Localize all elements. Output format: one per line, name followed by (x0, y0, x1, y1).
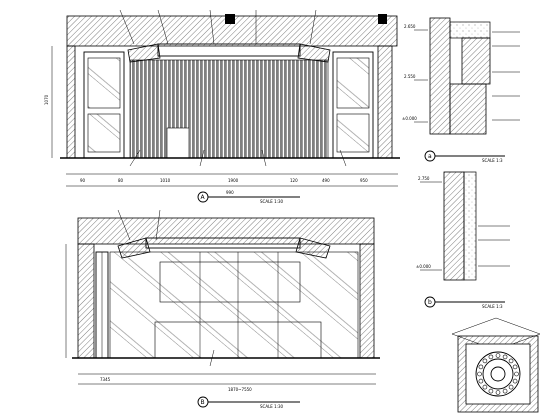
detail-a-ceiling-block (449, 21, 491, 39)
elevation-a-leader-9 (339, 149, 347, 167)
detail-a-wall (429, 17, 451, 135)
detail-b-panel (463, 171, 477, 281)
elevation-a-dim-5: 120 (290, 178, 298, 183)
elevation-a-dim-1: 90 (80, 178, 86, 183)
plan-detail-bead (512, 378, 518, 384)
plan-detail-bead (502, 388, 508, 394)
elevation-a-scale: SCALE 1:30 (260, 199, 284, 204)
detail-a-pelmet-section (461, 37, 491, 85)
elevation-a-dim-3: 1010 (160, 178, 171, 183)
plan-detail-bead (512, 364, 518, 370)
plan-detail (451, 317, 541, 413)
detail-a-cabinet-section (449, 83, 487, 135)
elevation-b-marker: B (201, 399, 205, 406)
elevation-b-leader-3 (209, 349, 215, 367)
plan-detail-bead (508, 358, 514, 364)
plan-detail-bead (478, 364, 484, 370)
detail-a: 2.650 2.550 ±0.000 a SCALE 1:3 (402, 17, 520, 163)
detail-b-level-2: ±0.000 (416, 264, 431, 269)
elevation-a-ceiling-light-right (378, 14, 387, 24)
plan-detail-bead (488, 354, 494, 360)
elevation-a-left-cabinet-upper (87, 57, 121, 109)
elevation-a-right-cabinet-upper (336, 57, 370, 109)
elevation-a-dim-6: 490 (322, 178, 330, 183)
elevation-a-dim-total: 990 (226, 190, 234, 195)
elevation-a-dim-height: 1070 (44, 94, 49, 105)
elevation-a-right-cabinet-lower (336, 113, 370, 153)
elevation-b-glass-panel (109, 251, 359, 359)
detail-a-marker: a (428, 153, 432, 160)
elevation-b-dim-1: 7345 (100, 377, 111, 382)
elevation-b-left-wall (77, 243, 95, 359)
elevation-a-leader-1 (119, 9, 135, 45)
elevation-a-window-gap (166, 127, 190, 159)
elevation-a-leader-8 (261, 149, 267, 167)
elevation-a-leader-6 (129, 149, 141, 167)
detail-b-scale: SCALE 1:3 (482, 304, 503, 309)
elevation-a-left-wall (66, 45, 76, 159)
plan-detail-rosette-outer (475, 351, 521, 397)
elevation-b-pelmet (145, 237, 301, 249)
elevation-b-dim-2: 1870~7550 (228, 387, 252, 392)
plan-detail-bead (482, 384, 488, 390)
plan-detail-rosette-beads (477, 353, 519, 395)
plan-detail-bead (482, 358, 488, 364)
detail-a-level-1: 2.650 (404, 24, 416, 29)
detail-a-scale: SCALE 1:3 (482, 158, 503, 163)
elevation-b-ceiling (77, 217, 375, 245)
elevation-a-leader-3 (209, 9, 215, 45)
elevation-a-ceiling-light (225, 14, 235, 24)
elevation-a: 1070 90 80 1010 1900 120 490 950 990 A S… (44, 9, 400, 204)
elevation-a-dim-7: 950 (360, 178, 368, 183)
elevation-a-dim-2: 80 (118, 178, 124, 183)
elevation-a-pelmet-left (127, 43, 161, 63)
plan-detail-inner (465, 343, 531, 405)
detail-b-level-1: 2.750 (418, 176, 430, 181)
elevation-a-leader-5 (309, 9, 317, 45)
detail-a-level-3: ±0.000 (402, 116, 417, 121)
plan-detail-bead (495, 390, 501, 395)
elevation-b: 7345 1870~7550 B SCALE 1:30 (65, 209, 380, 409)
elevation-a-curtain (129, 59, 329, 159)
elevation-a-right-wall (377, 45, 393, 159)
detail-b-marker: b (428, 299, 432, 306)
elevation-b-leader-2 (155, 209, 161, 241)
plan-detail-bead (477, 371, 482, 377)
detail-b-wall (443, 171, 465, 281)
elevation-b-tv-frame (159, 261, 301, 303)
elevation-b-leader-1 (117, 209, 131, 241)
elevation-a-dim-4: 1900 (228, 178, 239, 183)
plan-detail-bead (508, 384, 514, 390)
plan-detail-rosette-ring (482, 358, 514, 390)
detail-b: 2.750 ±0.000 b SCALE 1:3 (416, 171, 510, 309)
elevation-a-marker: A (201, 194, 206, 201)
elevation-a-leader-7 (199, 149, 205, 167)
plan-detail-bead (488, 388, 494, 394)
elevation-a-left-cabinet-lower (87, 113, 121, 153)
elevation-a-pelmet-right (297, 43, 331, 63)
elevation-a-pelmet (157, 43, 301, 57)
plan-detail-bead (502, 354, 508, 360)
elevation-a-leader-2 (157, 9, 169, 45)
plan-detail-rosette-center (490, 366, 506, 382)
detail-a-level-2: 2.550 (404, 74, 416, 79)
plan-detail-bead (495, 353, 501, 358)
plan-detail-bead (478, 378, 484, 384)
plan-detail-bead (514, 371, 519, 377)
elevation-b-scale: SCALE 1:30 (260, 404, 284, 409)
elevation-b-right-wall (359, 243, 375, 359)
